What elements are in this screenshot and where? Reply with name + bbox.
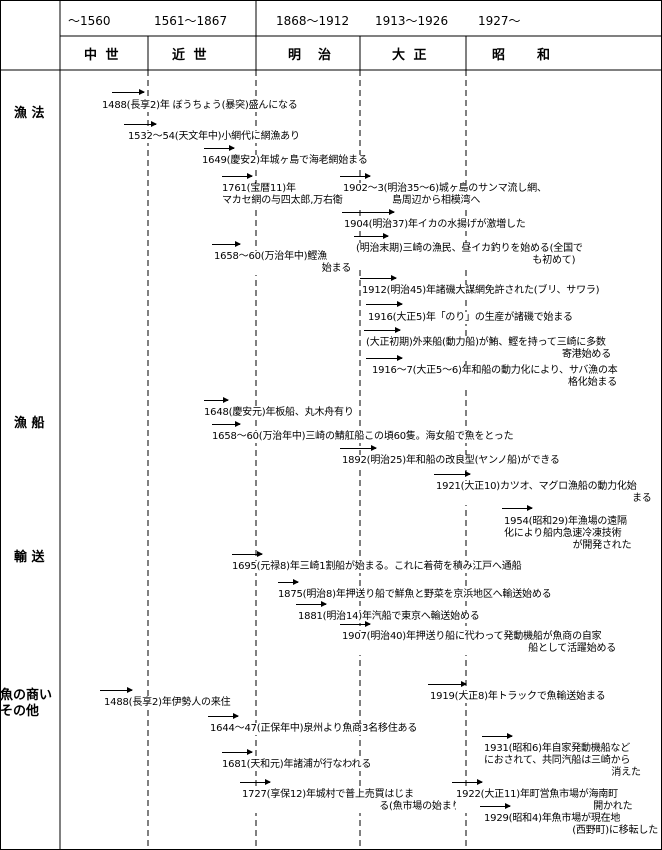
event-label: 1916～7(大正5～6)年和船の動力化により、サバ漁の本 格化始まる <box>372 365 618 389</box>
category-fishing-method: 漁 法 <box>14 106 45 121</box>
event-arrow <box>208 713 239 719</box>
year-range-medieval: ～1560 <box>68 14 111 28</box>
event-arrow <box>342 209 395 215</box>
event-arrow <box>340 621 371 627</box>
event-label: 1921(大正10)カツオ、マグロ漁船の動力化始 まる <box>436 481 652 505</box>
event-arrow <box>204 397 229 403</box>
era-showa: 昭 和 <box>492 48 553 63</box>
event-arrow <box>502 505 533 511</box>
event-arrow <box>222 749 253 755</box>
event-arrow <box>354 233 389 239</box>
event-arrow <box>278 579 299 585</box>
category-fish-trade: 魚の商い その他 <box>0 688 53 719</box>
event-label: 1658～60(万治年中)鰹漁 始まる <box>214 251 352 275</box>
event-label: 1648(慶安元)年板船、丸木舟有り <box>204 407 354 419</box>
year-range-showa: 1927～ <box>478 14 521 28</box>
event-arrow <box>452 779 483 785</box>
event-arrow <box>204 145 235 151</box>
year-range-taisho: 1913～1926 <box>375 14 449 28</box>
event-arrow <box>428 681 467 687</box>
event-label: 1919(大正8)年トラックで魚輸送始まる <box>430 691 606 703</box>
event-label: 1929(昭和4)年魚市場が現在地 (西野町)に移転した <box>484 813 659 837</box>
era-taisho: 大 正 <box>392 48 429 63</box>
event-label: 1644～47(正保年中)泉州より魚商3名移住ある <box>210 723 418 735</box>
event-label: 1532～54(天文年中)小網代に網漁あり <box>128 131 300 143</box>
event-arrow <box>340 173 371 179</box>
year-range-meiji: 1868～1912 <box>276 14 350 28</box>
event-arrow <box>112 89 145 95</box>
event-label: 1875(明治8)年押送り船で鮮魚と野菜を京浜地区へ輸送始める <box>278 589 552 601</box>
event-label: 1488(長享2)年 ぼうちょう(暴突)盛んになる <box>102 100 298 112</box>
event-arrow <box>232 551 263 557</box>
event-arrow <box>212 421 241 427</box>
event-arrow <box>222 173 253 179</box>
event-arrow <box>366 301 403 307</box>
era-medieval: 中 世 <box>84 48 121 63</box>
event-label: 1954(昭和29)年漁場の遠隔 化により船内急速冷凍技術 が開発された <box>504 516 632 552</box>
event-label: 1727(享保12)年城村で普上売買はじま る(魚市場の始まり) <box>242 789 466 813</box>
category-transport: 輸 送 <box>14 550 45 565</box>
event-label: 1904(明治37)年イカの水揚げが激増した <box>344 219 526 231</box>
event-label: 1916(大正5)年「のり」の生産が諸磯で始まる <box>368 312 573 324</box>
event-arrow <box>296 601 327 607</box>
event-label: 1695(元禄8)年三崎1割船が始まる。これに着荷を積み江戸へ通船 <box>232 561 522 573</box>
event-label: 1931(昭和6)年自家発動機船など におされて、共同汽船は三崎から 消えた <box>484 743 641 779</box>
era-early-modern: 近 世 <box>172 48 209 63</box>
event-label: 1922(大正11)年町営魚市場が海南町 開かれた <box>456 789 633 813</box>
event-label: (大正初期)外来船(動力船)が鮪、鰹を持って三崎に多数 寄港始める <box>366 337 611 361</box>
event-label: 1658～60(万治年中)三崎の鯖舡船この頃60隻。海女船で魚をとった <box>212 431 514 443</box>
event-arrow <box>480 803 511 809</box>
event-label: (明治末期)三崎の漁民、昼イカ釣りを始める(全国で も初めて) <box>356 243 583 267</box>
event-label: 1912(明治45)年諸磯大謀網免許された(ブリ、サワラ) <box>362 285 600 297</box>
category-fishing-boat: 漁 船 <box>14 416 45 431</box>
event-arrow <box>482 733 513 739</box>
event-label: 1892(明治25)年和船の改良型(ヤンノ船)ができる <box>342 455 560 467</box>
event-arrow <box>364 327 401 333</box>
event-arrow <box>340 445 377 451</box>
event-arrow <box>124 121 157 127</box>
event-arrow <box>100 687 133 693</box>
event-label: 1488(長享2)年伊勢人の来住 <box>104 697 231 709</box>
year-range-early-modern: 1561～1867 <box>154 14 228 28</box>
event-arrow <box>240 779 271 785</box>
era-meiji: 明 治 <box>288 48 334 63</box>
event-arrow <box>212 241 241 247</box>
event-label: 1649(慶安2)年城ヶ島で海老網始まる <box>202 155 368 167</box>
event-arrow <box>360 275 397 281</box>
event-label: 1881(明治14)年汽船で東京へ輸送始める <box>298 611 480 623</box>
event-label: 1902～3(明治35～6)城ヶ島のサンマ流し網、 島周辺から相模湾へ <box>343 183 547 207</box>
event-label: 1907(明治40)年押送り船に代わって発動機船が魚商の自家 船として活躍始める <box>342 631 617 655</box>
event-label: 1681(天和元)年諸浦が行なわれる <box>222 759 372 771</box>
event-arrow <box>434 471 471 477</box>
event-arrow <box>366 355 403 361</box>
